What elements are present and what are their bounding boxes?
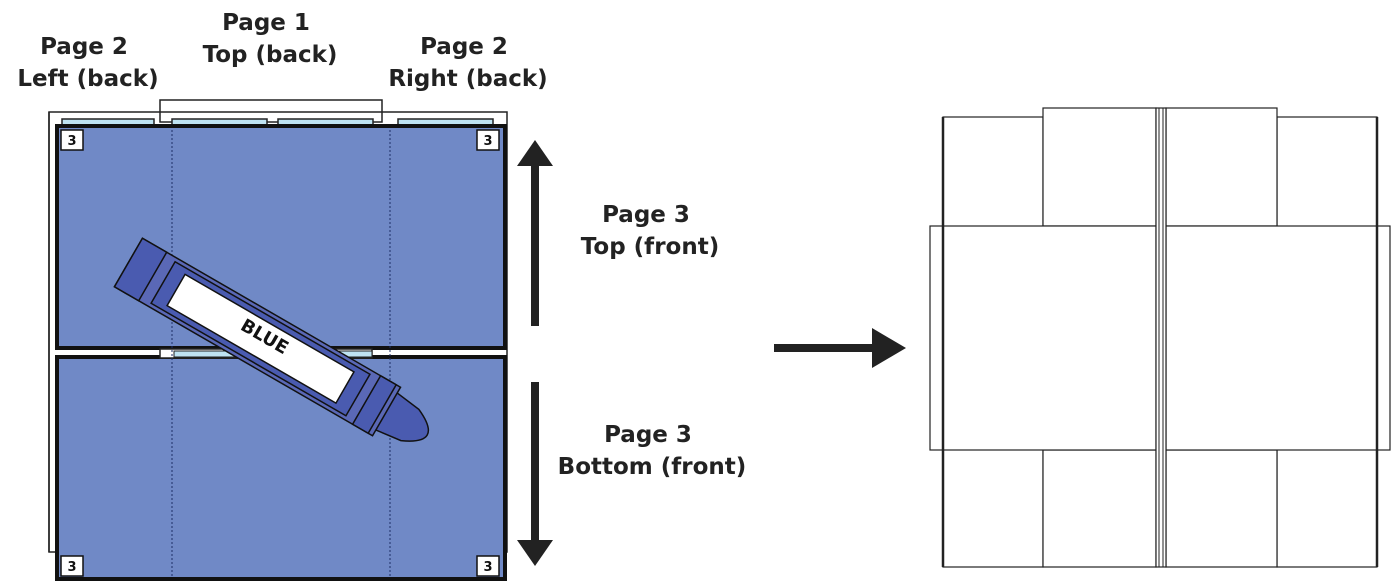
label-page2-left: Page 2 Left (back): [17, 34, 158, 92]
svg-text:3: 3: [483, 560, 492, 575]
flap-top-left: [1042, 107, 1157, 227]
spine: [1155, 107, 1167, 568]
corner-number-bottom-left: 3: [60, 555, 84, 577]
svg-text:3: 3: [67, 560, 76, 575]
crayon-tip: [370, 388, 430, 442]
label-page3-top: Page 3 Top (front): [581, 202, 719, 260]
arrow-right: [774, 328, 906, 368]
flap-bottom-left: [1042, 449, 1157, 568]
arrow-up: [517, 140, 553, 326]
svg-text:3: 3: [67, 134, 76, 149]
corner-number-bottom-right: 3: [476, 555, 500, 577]
label-page3-bottom: Page 3 Bottom (front): [558, 422, 747, 480]
label-page1-top: Page 1 Top (back): [203, 10, 338, 68]
flap-top-right: [1165, 107, 1278, 227]
crayon-illustration: BLUE: [113, 237, 430, 442]
crayon-label-box: [166, 273, 355, 405]
corner-number-top-left: 3: [60, 129, 84, 151]
panel-page3-top: [55, 124, 507, 350]
svg-text:3: 3: [483, 134, 492, 149]
panel-center-right: [1165, 225, 1391, 451]
label-page2-right: Page 2 Right (back): [388, 34, 547, 92]
corner-number-top-right: 3: [476, 129, 500, 151]
folded-result: [929, 107, 1391, 568]
result-detail-lines: [941, 108, 1379, 567]
arrow-down: [517, 382, 553, 566]
flap-bottom-right: [1165, 449, 1278, 568]
panel-center-left: [929, 225, 1157, 451]
panel-page3-bottom: [55, 355, 507, 581]
